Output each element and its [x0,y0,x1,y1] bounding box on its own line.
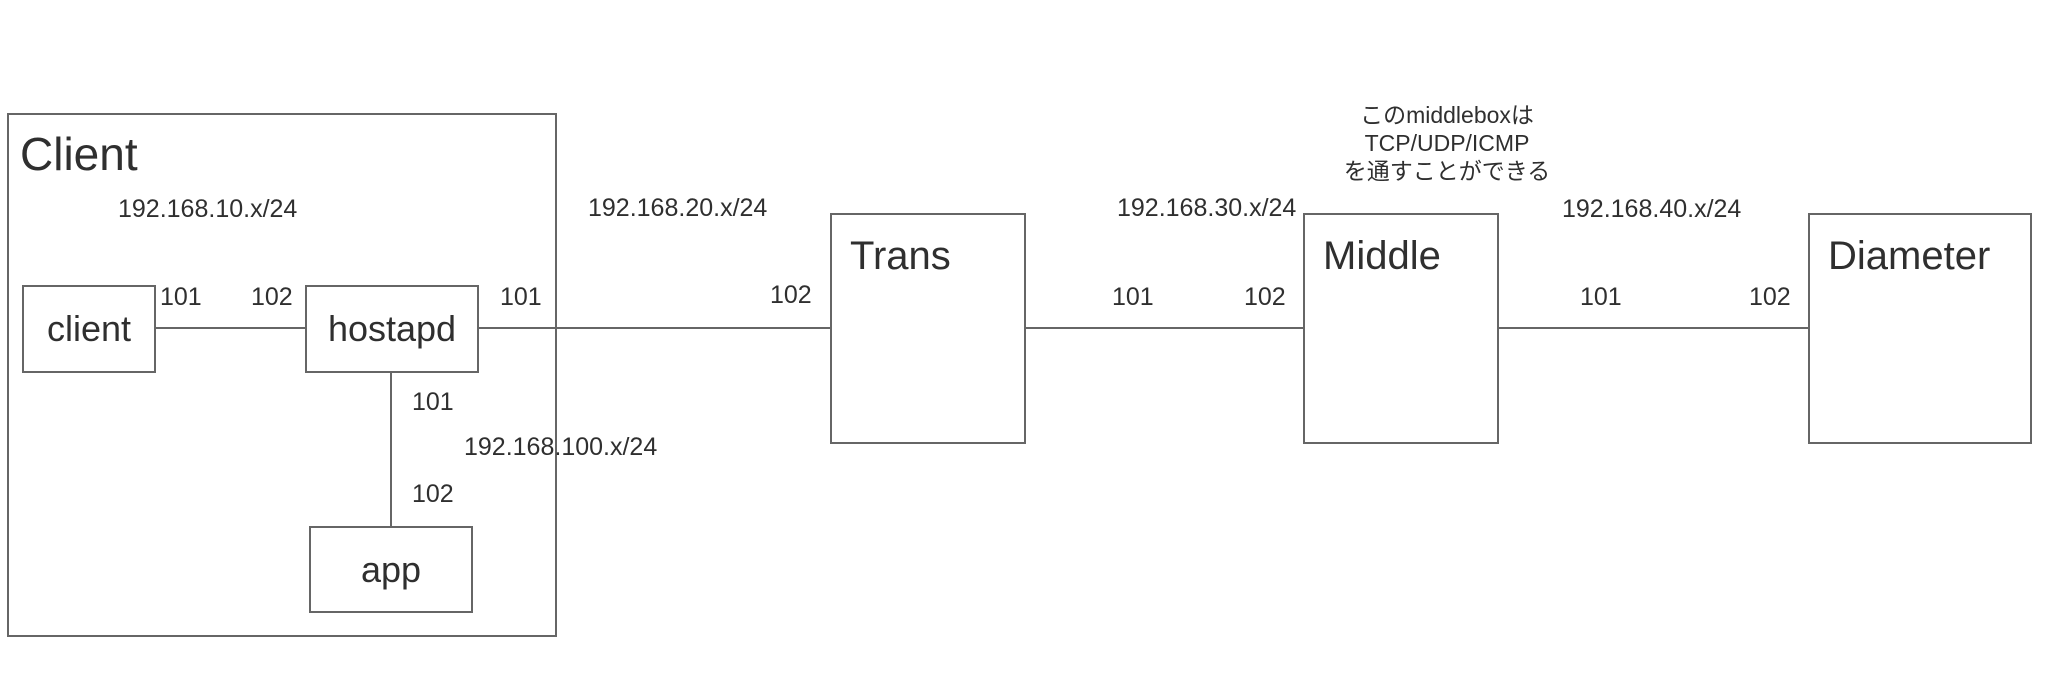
port-label: 101 [1580,283,1622,311]
annotation-line: TCP/UDP/ICMP [1364,130,1530,156]
node-client-label: client [46,308,132,349]
subnet-label: 192.168.30.x/24 [1117,194,1297,222]
node-hostapd-label: hostapd [327,308,457,349]
port-label: 102 [412,480,454,508]
port-label: 102 [1244,283,1286,311]
port-label: 101 [1112,283,1154,311]
node-hostapd: hostapd [305,285,479,373]
node-middle: Middle [1303,213,1499,444]
client-group-title: Client [20,128,138,180]
subnet-label: 192.168.20.x/24 [588,194,768,222]
port-label: 101 [412,388,454,416]
port-label: 101 [160,283,202,311]
link-hostapd-trans [478,327,830,329]
node-diameter-label: Diameter [1828,234,1991,278]
node-middle-label: Middle [1323,234,1441,278]
node-diameter: Diameter [1808,213,2032,444]
port-label: 102 [251,283,293,311]
node-trans: Trans [830,213,1026,444]
link-client-hostapd [156,327,305,329]
middlebox-annotation: このmiddleboxは TCP/UDP/ICMP を通すことができる [1237,101,1657,185]
node-app: app [309,526,473,613]
link-hostapd-app [390,373,392,526]
node-app-label: app [360,548,422,590]
annotation-line: このmiddleboxは [1360,102,1534,128]
subnet-label: 192.168.10.x/24 [118,195,298,223]
annotation-line: を通すことができる [1343,158,1551,184]
port-label: 102 [1749,283,1791,311]
port-label: 101 [500,283,542,311]
node-client: client [22,285,156,373]
port-label: 102 [770,281,812,309]
link-trans-middle [1025,327,1303,329]
client-group-box: Client [7,113,557,637]
subnet-label: 192.168.100.x/24 [464,433,658,461]
subnet-label: 192.168.40.x/24 [1562,195,1742,223]
link-middle-diameter [1498,327,1808,329]
node-trans-label: Trans [850,234,951,278]
